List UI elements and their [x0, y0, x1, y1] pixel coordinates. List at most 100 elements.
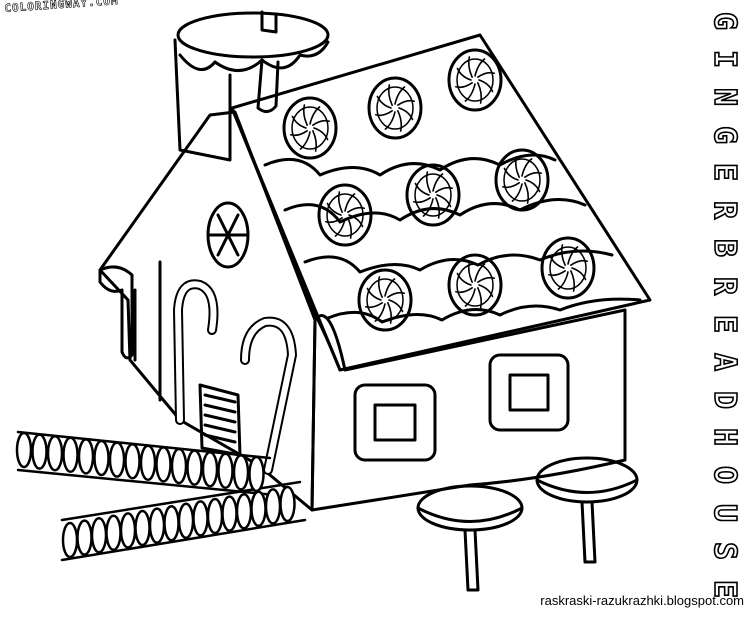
peppermint-swirl: [413, 197, 431, 204]
peppermint-swirl: [387, 302, 393, 324]
peppermint-swirl: [524, 171, 542, 178]
peppermint-swirl: [478, 79, 494, 93]
peppermint-swirl: [467, 56, 473, 78]
peppermint-swirl: [502, 182, 520, 189]
peppermint-swirl: [387, 84, 393, 106]
peppermint-swirl: [571, 267, 587, 281]
peppermint-swirl: [337, 191, 343, 213]
peppermint-swirl: [384, 278, 396, 297]
peppermint-swirl: [477, 287, 483, 309]
fence-candy: [177, 502, 195, 540]
peppermint-swirl: [514, 156, 520, 178]
side-title-letter: R: [706, 276, 743, 296]
fence-candy: [279, 485, 296, 523]
fence-candy: [232, 454, 250, 491]
peppermint-inner-ring: [366, 278, 404, 322]
fence-candy: [170, 447, 188, 485]
peppermint-inner-ring: [503, 158, 541, 202]
peppermint-swirl: [290, 130, 308, 137]
fence-candy: [31, 433, 48, 470]
peppermint-window: [206, 201, 250, 269]
peppermint-inner-ring: [326, 193, 364, 237]
fence-candy: [77, 438, 95, 475]
fence-candy: [206, 497, 224, 535]
side-title-letter: E: [706, 314, 743, 334]
peppermint-swirl: [388, 299, 404, 313]
side-title-letter: G: [706, 11, 743, 31]
fence-candy: [134, 509, 151, 547]
peppermint-inner-ring: [456, 263, 494, 307]
side-title-letter: H: [706, 428, 743, 448]
peppermint-swirl: [387, 291, 405, 298]
peppermint-swirl: [397, 110, 403, 132]
side-title-letter: A: [706, 352, 743, 372]
side-title-letter: D: [706, 390, 743, 410]
side-title-letter: S: [706, 541, 743, 561]
peppermint-inner-ring: [549, 246, 587, 290]
peppermint-swirl: [435, 186, 453, 193]
fence-candy: [90, 516, 108, 554]
fence-candy: [155, 446, 172, 483]
peppermint-swirl: [549, 255, 565, 269]
peppermint-inner-ring: [376, 86, 414, 130]
fence-candy: [248, 455, 265, 493]
peppermint-swirl: [455, 287, 473, 294]
fence-candy: [15, 431, 33, 469]
peppermint-swirl: [477, 82, 483, 104]
peppermint-swirl: [467, 261, 473, 283]
peppermint-candy-icon: [282, 48, 596, 332]
fence-candy: [192, 500, 209, 537]
peppermint-swirl: [375, 110, 393, 117]
peppermint-swirl: [435, 197, 441, 219]
peppermint-swirl: [348, 214, 364, 228]
peppermint-swirl: [347, 217, 353, 239]
fence-candy: [62, 436, 79, 474]
peppermint-swirl: [511, 183, 523, 202]
peppermint-swirl: [570, 270, 576, 292]
peppermint-swirl: [414, 182, 430, 196]
fence-candy: [148, 507, 166, 544]
peppermint-swirl: [313, 127, 329, 141]
watermark-bottom: raskraski-razukrazhki.blogspot.com: [540, 593, 744, 608]
peppermint-swirl: [325, 217, 343, 224]
peppermint-swirl: [312, 130, 318, 152]
peppermint-swirl: [394, 86, 406, 105]
side-title-letter: N: [706, 87, 743, 107]
peppermint-inner-ring: [291, 106, 329, 150]
peppermint-swirl: [432, 173, 444, 192]
peppermint-swirl: [425, 171, 431, 193]
chimney: [173, 10, 330, 162]
fence-candy: [217, 452, 234, 490]
peppermint-swirl: [478, 284, 494, 298]
peppermint-swirl: [344, 193, 356, 212]
peppermint-swirl: [299, 131, 311, 150]
fence-candy: [186, 449, 203, 486]
peppermint-swirl: [464, 83, 476, 102]
peppermint-swirl: [474, 263, 486, 282]
peppermint-swirl: [397, 99, 415, 106]
peppermint-swirl: [503, 167, 519, 181]
peppermint-swirl: [366, 287, 382, 301]
peppermint-swirl: [474, 58, 486, 77]
peppermint-swirl: [398, 107, 414, 121]
peppermint-swirl: [477, 276, 495, 283]
fence-candy: [264, 488, 282, 525]
fence-candy: [250, 490, 267, 528]
fence-candy: [93, 439, 110, 477]
peppermint-swirl: [525, 179, 541, 193]
peppermint-swirl: [422, 198, 434, 217]
peppermint-swirl: [455, 82, 473, 89]
peppermint-swirl: [374, 303, 386, 322]
fence-candy: [119, 512, 137, 549]
peppermint-swirl: [524, 182, 530, 204]
fence-candy: [201, 450, 219, 488]
peppermint-swirl: [567, 246, 579, 265]
peppermint-swirl: [365, 302, 383, 309]
fence-candy: [235, 492, 253, 530]
fence-candy: [139, 444, 157, 482]
peppermint-swirl: [347, 206, 365, 213]
fence-candy: [105, 514, 122, 552]
side-title-letter: B: [706, 238, 743, 258]
